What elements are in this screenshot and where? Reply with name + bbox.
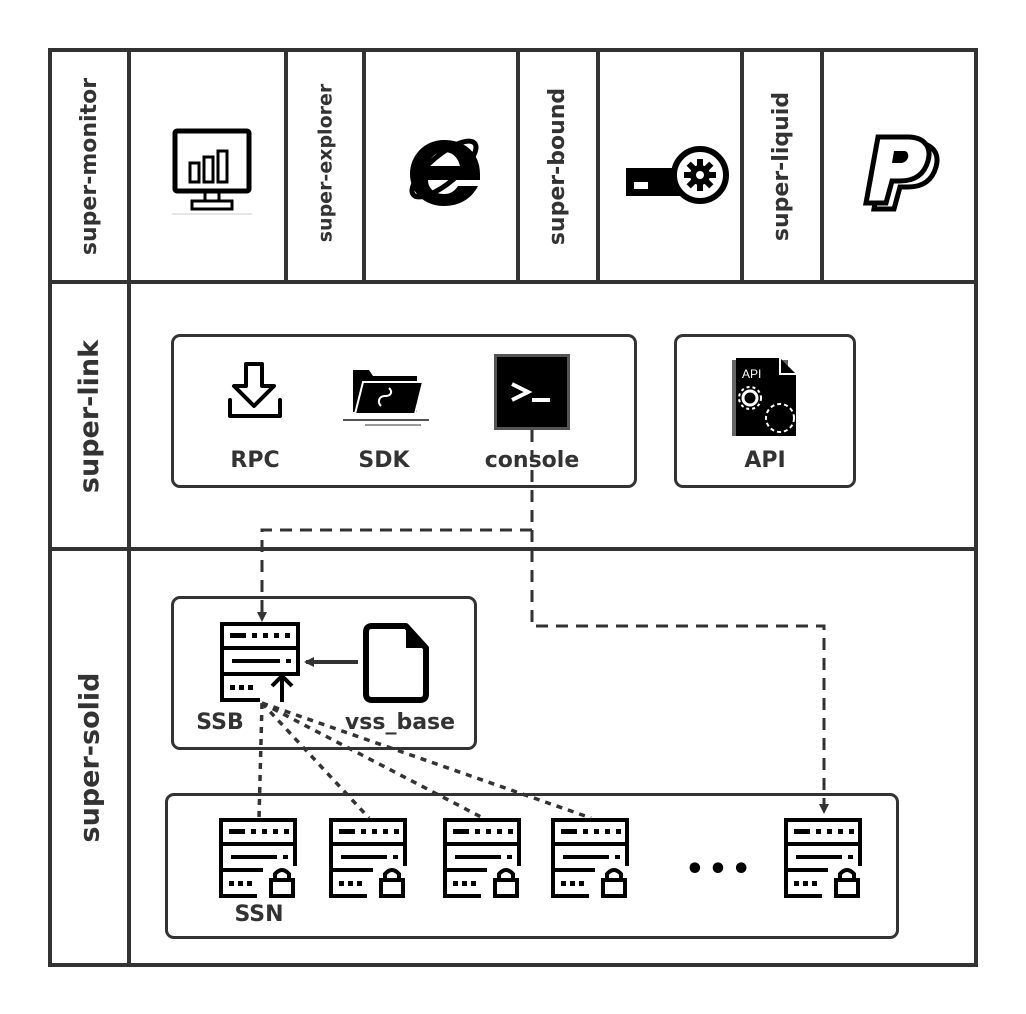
terminal-icon	[494, 354, 570, 430]
top-col-divider	[362, 48, 366, 282]
top-col-divider	[740, 48, 744, 282]
row-divider-1	[48, 280, 978, 284]
product-label-super-liquid: super-liquid	[769, 91, 795, 241]
layer-label-super-solid: super-solid	[52, 551, 128, 963]
bound-gear-icon	[620, 138, 730, 208]
rpc-label: RPC	[230, 448, 280, 473]
api-label: API	[744, 448, 786, 473]
folder-icon	[337, 362, 433, 430]
top-col-divider	[596, 48, 600, 282]
monitor-chart-icon	[172, 128, 252, 218]
ssb-label: SSB	[196, 710, 244, 735]
product-label-super-bound: super-bound	[545, 87, 571, 245]
paypal-icon	[852, 125, 942, 215]
layer-label-super-link: super-link	[52, 284, 128, 548]
super-solid-label: super-solid	[74, 672, 106, 842]
server-lock-icon	[219, 818, 299, 898]
console-label: console	[484, 448, 580, 473]
api-icon-text: API	[742, 367, 761, 381]
outer-border-left	[48, 48, 52, 967]
server-lock-icon	[784, 818, 864, 898]
super-link-label: super-link	[74, 339, 106, 493]
server-lock-icon	[329, 818, 409, 898]
api-document-icon: API	[730, 356, 802, 438]
internet-explorer-icon	[400, 126, 484, 212]
download-icon	[226, 360, 286, 422]
server-upload-icon	[220, 622, 302, 704]
file-icon	[360, 622, 432, 706]
row-divider-2	[48, 547, 978, 551]
sdk-label: SDK	[358, 448, 410, 473]
top-col-divider	[516, 48, 520, 282]
top-col-divider	[284, 48, 288, 282]
outer-border-bottom	[48, 963, 978, 967]
label-column-divider	[127, 48, 131, 967]
super-monitor-label: super-monitor	[77, 77, 103, 255]
vss-base-label: vss_base	[344, 710, 456, 735]
outer-border-top	[48, 48, 978, 52]
top-col-divider	[820, 48, 824, 282]
ssn-label: SSN	[234, 902, 284, 927]
product-label-super-explorer: super-explorer	[314, 83, 337, 243]
outer-border-right	[974, 48, 978, 967]
ellipsis: •••	[685, 852, 755, 887]
server-lock-icon	[443, 818, 523, 898]
layer-label-super-monitor: super-monitor	[52, 52, 128, 280]
server-lock-icon	[551, 818, 631, 898]
